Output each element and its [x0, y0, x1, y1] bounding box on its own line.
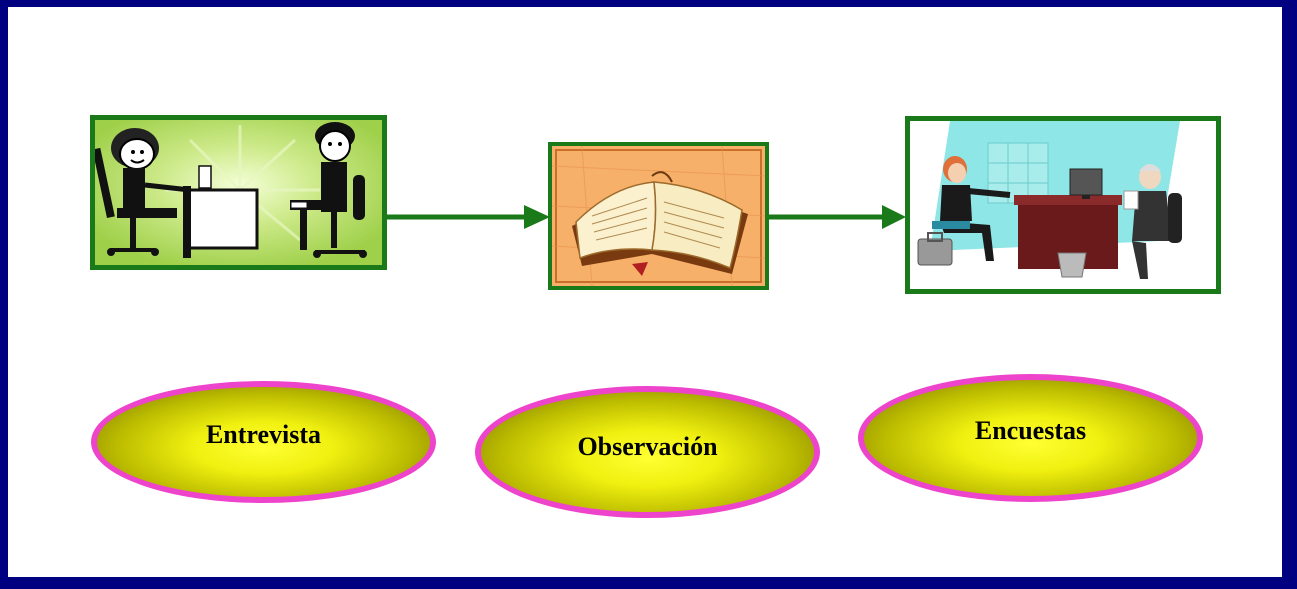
- encuestas-label: Encuestas: [974, 416, 1087, 445]
- entrevista-label: Entrevista: [205, 420, 322, 449]
- arrow-interview-to-observation: [386, 205, 550, 229]
- entrevista-oval: Entrevista: [91, 381, 436, 503]
- open-book-clipart-icon: [552, 146, 765, 286]
- encuestas-oval: Encuestas: [858, 374, 1203, 502]
- office-meeting-picture: [905, 116, 1221, 294]
- observacion-label: Observación: [577, 432, 718, 461]
- interview-clipart-icon: [95, 120, 382, 265]
- office-meeting-clipart-icon: [910, 121, 1216, 289]
- observacion-oval: Observación: [475, 386, 820, 518]
- open-book-picture: [548, 142, 769, 290]
- arrow-observation-to-survey: [768, 205, 906, 229]
- interview-picture: [90, 115, 387, 270]
